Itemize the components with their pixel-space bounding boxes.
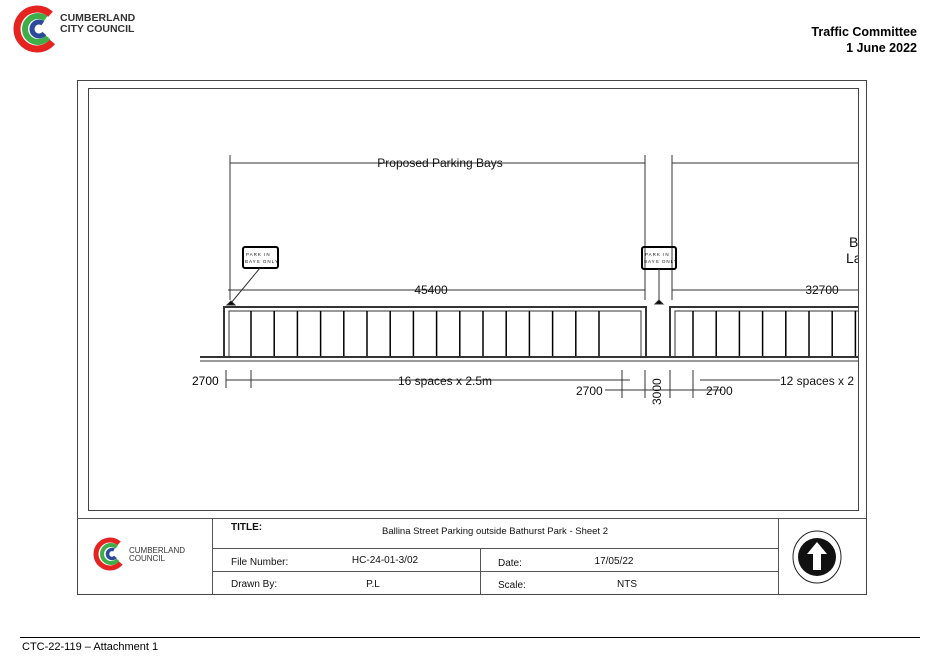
org-line2: CITY COUNCIL: [60, 23, 135, 35]
attachment-reference: CTC-22-119 – Attachment 1: [22, 641, 159, 653]
sign-left-line2: BAYS ONLY: [245, 259, 279, 264]
dim-2700-right: 2700: [706, 384, 733, 398]
dim-45400: 45400: [414, 283, 448, 297]
spaces-16-label: 16 spaces x 2.5m: [398, 374, 492, 388]
drawn-by: P.L: [366, 579, 380, 590]
sign-right-line2: BAYS ONLY: [644, 259, 678, 264]
tb-org-line2: COUNCIL: [129, 554, 166, 563]
dim-2700-mid: 2700: [576, 384, 603, 398]
org-line1: CUMBERLAND: [60, 12, 136, 24]
spaces-12-label: 12 spaces x 2: [780, 374, 854, 388]
dim-3000: 3000: [650, 378, 664, 405]
inner-frame: [88, 88, 859, 511]
partial-label-b: B: [849, 234, 858, 250]
scale-value: NTS: [617, 579, 637, 590]
title-label: TITLE:: [231, 522, 262, 533]
proposed-bays-label: Proposed Parking Bays: [377, 156, 502, 170]
file-number: HC-24-01-3/02: [352, 555, 419, 566]
drawing-date: 17/05/22: [595, 556, 634, 567]
council-logo: [13, 5, 61, 53]
scale-label: Scale:: [498, 580, 526, 591]
site-plan-drawing: Proposed Parking Bays 45400 32700 16 spa…: [77, 80, 867, 595]
north-arrow-icon: [792, 530, 842, 584]
footer-divider: [20, 637, 920, 638]
sign-right-line1: PARK IN: [645, 252, 670, 257]
tb-org-line1: CUMBERLAND: [129, 546, 185, 555]
committee-name: Traffic Committee: [811, 25, 917, 39]
title-block-logo: [93, 537, 127, 571]
dim-32700: 32700: [805, 283, 839, 297]
drawn-by-label: Drawn By:: [231, 579, 277, 590]
drawing-title: Ballina Street Parking outside Bathurst …: [382, 526, 608, 537]
outer-frame: [77, 80, 867, 595]
partial-label-la: La: [846, 250, 862, 266]
sign-left-line1: PARK IN: [246, 252, 271, 257]
file-number-label: File Number:: [231, 557, 288, 568]
dim-2700-left: 2700: [192, 374, 219, 388]
meeting-date: 1 June 2022: [846, 41, 917, 55]
date-label: Date:: [498, 558, 522, 569]
header-meta: Traffic Committee 1 June 2022: [811, 24, 917, 56]
